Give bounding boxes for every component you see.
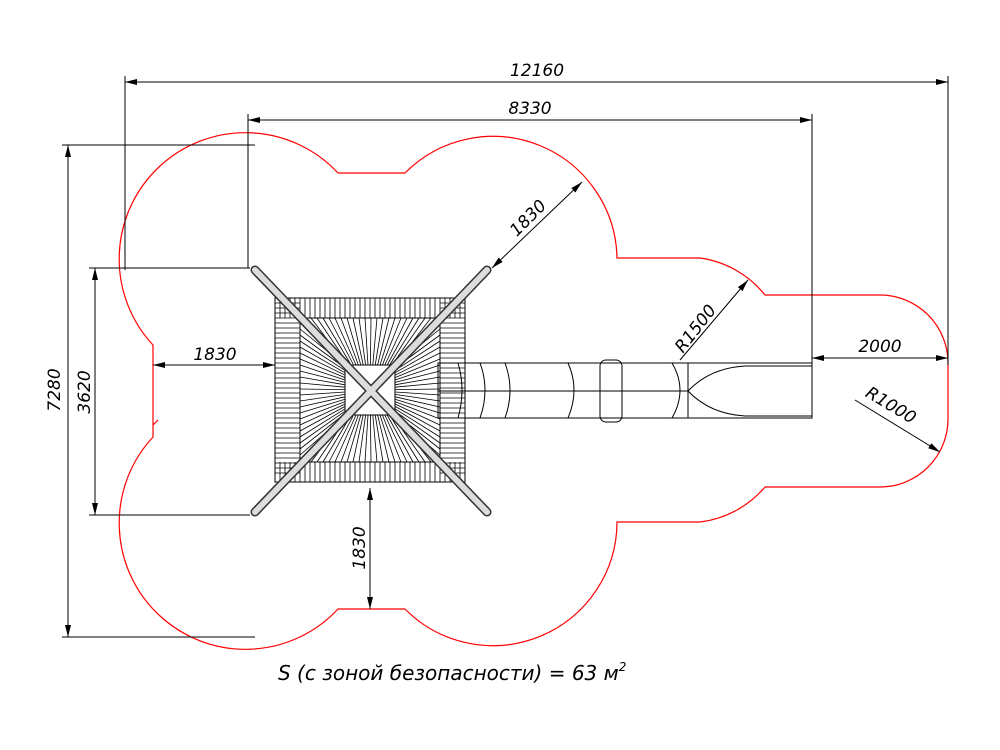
railing-bar xyxy=(299,352,346,376)
railing-bar xyxy=(346,414,362,463)
railing-bar xyxy=(328,414,354,463)
railing-bar xyxy=(352,317,364,366)
railing-bar xyxy=(299,340,346,371)
dim-safety-left: 1830 xyxy=(193,345,236,365)
railing-bar xyxy=(374,414,384,463)
railing-bar xyxy=(370,414,372,463)
railing-bar xyxy=(364,414,369,463)
railing-bar xyxy=(372,317,378,366)
railing-bar xyxy=(364,317,369,366)
railing-bar xyxy=(394,358,441,378)
railing-bar xyxy=(340,317,359,366)
railing-bar xyxy=(394,410,441,444)
safety-zone-outline xyxy=(118,132,949,650)
railing-bar xyxy=(340,414,359,463)
railing-bar xyxy=(299,364,346,381)
railing-bar xyxy=(299,382,346,388)
railing-bar xyxy=(377,317,390,366)
railing-bar xyxy=(379,317,396,366)
railing-bar xyxy=(394,396,441,408)
railing-bar xyxy=(346,317,362,366)
railing-bar xyxy=(394,398,441,414)
railing-bar xyxy=(374,317,384,366)
railing-bar xyxy=(384,414,408,463)
railing-bar xyxy=(394,352,441,376)
railing-bar xyxy=(299,403,346,426)
slide xyxy=(437,359,813,423)
railing-bar xyxy=(394,394,441,402)
railing-bar xyxy=(299,346,346,374)
railing-bar xyxy=(358,414,366,463)
railing-bar xyxy=(394,364,441,381)
railing-bar xyxy=(394,403,441,426)
railing-bar xyxy=(394,370,441,383)
railing-bar xyxy=(299,408,346,438)
railing-bar xyxy=(386,317,414,366)
railing-bar xyxy=(370,317,372,366)
railing-bar xyxy=(358,317,366,366)
railing-bar xyxy=(299,358,346,378)
railing-bar xyxy=(299,388,346,390)
railing-bar xyxy=(394,340,441,371)
railing-bar xyxy=(299,396,346,408)
dim-safety-bottom: 1830 xyxy=(350,526,370,569)
railing-bar xyxy=(299,398,346,414)
railing-bar xyxy=(299,376,346,386)
railing-bar xyxy=(299,406,346,432)
railing-bar xyxy=(372,414,378,463)
railing-bar xyxy=(299,410,346,444)
railing-bar xyxy=(382,317,402,366)
railing-bar xyxy=(299,391,346,396)
tower xyxy=(250,265,492,517)
railing-bar xyxy=(322,317,352,366)
railing-bar xyxy=(394,382,441,388)
dimension-lines xyxy=(62,76,949,638)
dim-overall-width: 7280 xyxy=(45,368,65,411)
railing-bar xyxy=(394,408,441,438)
railing-bar xyxy=(394,401,441,420)
railing-bar xyxy=(299,394,346,402)
railing-bar xyxy=(379,414,396,463)
railing-bar xyxy=(334,317,357,366)
railing-bar xyxy=(328,317,354,366)
railing-bar xyxy=(299,401,346,420)
dim-equipment-width: 3620 xyxy=(75,370,95,413)
railing-bar xyxy=(394,391,441,396)
railing-bar xyxy=(352,414,364,463)
railing-bar xyxy=(394,406,441,432)
railing-bar xyxy=(394,346,441,374)
railing-bar xyxy=(382,414,402,463)
railing-bar xyxy=(389,317,420,366)
railing-bar xyxy=(394,376,441,386)
railing-bar xyxy=(389,414,420,463)
railing-bar xyxy=(386,414,414,463)
railing-bar xyxy=(377,414,390,463)
railing-bar xyxy=(334,414,357,463)
railing-bar xyxy=(394,388,441,390)
dim-slide-exit: 2000 xyxy=(858,337,901,357)
dim-radius-slide: R1500 xyxy=(671,301,721,357)
railing-bar xyxy=(299,370,346,383)
dim-equipment-length: 8330 xyxy=(508,99,551,119)
railing-bar xyxy=(384,317,408,366)
area-caption: S (с зоной безопасности) = 63 м2 xyxy=(278,660,626,685)
dim-overall-length: 12160 xyxy=(510,61,564,81)
